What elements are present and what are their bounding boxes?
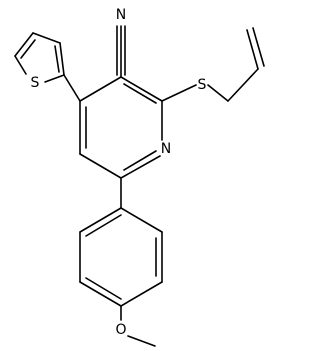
- bond-ar-c4-c5-inner: [85, 277, 122, 300]
- bond-c6-c5: [79, 153, 122, 179]
- atom-labels: N S S N O: [31, 7, 207, 338]
- bond-th-c4-c5: [14, 32, 34, 57]
- bond-th-c2-c3: [59, 42, 65, 76]
- bond-th-s-c2: [44, 74, 65, 83]
- bond-th-c2-c3-inner: [54, 45, 60, 73]
- bond-o-methyl: [127, 335, 156, 347]
- bond-n1-c6: [120, 155, 161, 179]
- bond-ar-c1-c2: [120, 207, 163, 233]
- bond-ch-ch2-b: [252, 27, 265, 67]
- atom-label-thioether-s: S: [198, 77, 207, 93]
- bond-c4-thienyl: [63, 74, 81, 102]
- bond-c3-c2: [120, 76, 163, 102]
- bond-ch2-ch: [227, 68, 259, 102]
- bond-ch-ch2-a: [246, 29, 259, 70]
- atom-label-nitrile-n: N: [116, 7, 126, 23]
- atom-label-pyridine-n: N: [161, 141, 171, 157]
- bonds: [14, 25, 265, 347]
- bond-ar-c4-c5: [79, 281, 122, 307]
- bond-th-c5-s: [14, 55, 27, 75]
- bond-n1-c6-inner: [123, 150, 157, 171]
- bond-th-c3-c4: [32, 32, 61, 44]
- bond-c3-c2-inner: [123, 83, 157, 104]
- bond-ar-c3-c4: [120, 281, 163, 307]
- atom-label-thiophene-s: S: [31, 75, 40, 91]
- bond-s-ch2: [207, 84, 229, 102]
- bond-th-c4-c5-inner: [20, 39, 36, 59]
- bond-c4-c3: [79, 76, 122, 102]
- bond-ar-c6-c1-inner: [85, 214, 122, 237]
- bond-ar-c6-c1: [79, 207, 122, 233]
- bond-c2-s: [161, 84, 197, 102]
- molecule-drawing: N S S N O: [14, 7, 265, 347]
- atom-label-methoxy-o: O: [115, 322, 126, 338]
- structure-diagram: N S S N O: [14, 7, 265, 347]
